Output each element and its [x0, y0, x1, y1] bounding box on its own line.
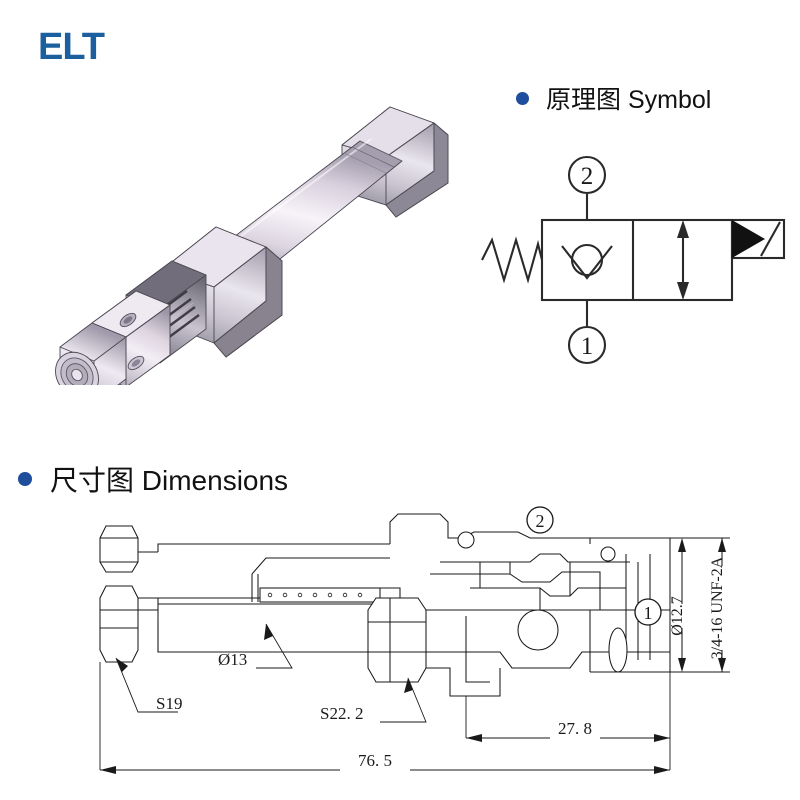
drawing-port-callout-2: 2 [526, 506, 554, 534]
section-heading-dimensions-label: 尺寸图 Dimensions [50, 465, 289, 496]
dimension-d12-7-text: Ø12.7 [669, 596, 686, 636]
drawing-port-callout-2-label: 2 [536, 511, 545, 531]
section-heading-symbol-label: 原理图 Symbol [546, 86, 712, 114]
callout-s19: S19 [156, 694, 182, 713]
callout-s19-label: S19 [156, 694, 182, 713]
bullet-icon [516, 91, 529, 105]
valve-envelope [540, 218, 734, 302]
callout-thread-text: 3/4-16 UNF-2A [709, 556, 726, 659]
dimension-thread [718, 538, 726, 672]
section-heading-symbol: 原理图 Symbol [516, 80, 711, 116]
section-heading-dimensions: 尺寸图 Dimensions [18, 459, 288, 499]
callout-s222: S22. 2 [320, 704, 363, 723]
port-callout-2-label: 2 [581, 163, 594, 190]
dimension-27-8-text: 27. 8 [558, 719, 592, 738]
valve-nose [55, 322, 127, 385]
dimension-d12-7 [678, 538, 686, 672]
solenoid-actuator-icon [730, 218, 786, 260]
port-callout-1: 1 [567, 325, 607, 365]
hydraulic-symbol-diagram: 2 1 [480, 140, 800, 380]
port-callout-2: 2 [567, 155, 607, 195]
dimension-76-5-label: 76. 5 [358, 751, 392, 770]
product-3d-render [30, 95, 460, 385]
callout-d13: Ø13 [218, 650, 247, 669]
valve-seat-icon [561, 245, 613, 280]
dimension-27-8-label: 27. 8 [558, 719, 592, 738]
hex-nut-s222 [367, 597, 427, 683]
dimension-76-5-text: 76. 5 [358, 751, 392, 770]
brand-logo: ELT [38, 26, 105, 68]
spring-icon [481, 236, 544, 284]
spring-chamber-section [251, 557, 401, 603]
dimension-27-8 [466, 734, 670, 742]
callout-thread-label: 3/4-16 UNF-2A [709, 556, 726, 659]
dimension-d12-7-label: Ø12.7 [669, 596, 686, 636]
drawing-port-callout-1: 1 [634, 598, 662, 626]
port-callout-1-label: 1 [581, 333, 594, 360]
check-valve-icon [570, 243, 604, 277]
extension-lines [99, 537, 730, 770]
callout-d13-label: Ø13 [218, 650, 247, 669]
cartridge-body [389, 513, 671, 697]
leader-lines [115, 623, 427, 723]
callout-s222-label: S22. 2 [320, 704, 363, 723]
flow-arrow-icon [677, 220, 689, 300]
dimension-drawing: S19 Ø13 S22. 2 27. 8 76. 5 Ø12.7 [70, 500, 770, 795]
hex-nut-s19 [99, 525, 139, 663]
dimension-76-5 [100, 766, 670, 774]
drawing-port-callout-1-label: 1 [644, 603, 653, 623]
bullet-icon [18, 472, 32, 486]
